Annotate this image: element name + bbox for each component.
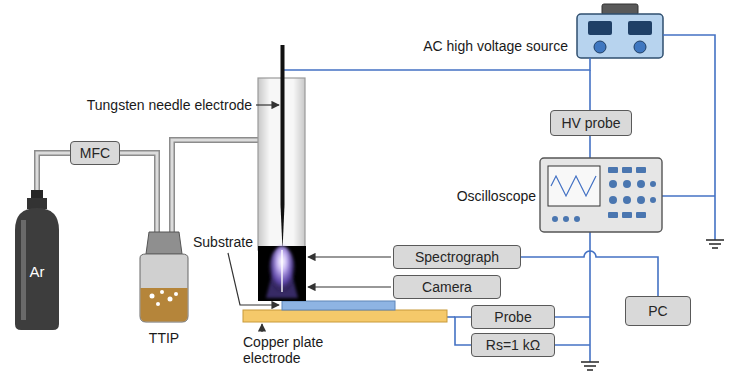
cylinder-highlight <box>21 220 26 320</box>
box-text: Spectrograph <box>415 249 499 265</box>
parallel-wire <box>455 317 471 345</box>
device-label: Oscilloscope <box>457 188 536 204</box>
device-label: AC high voltage source <box>423 38 568 54</box>
probe-wire <box>589 70 591 110</box>
plate-wire <box>447 316 455 318</box>
hv-wire <box>283 58 590 70</box>
cylinder-body <box>15 208 59 330</box>
oscilloscope-icon <box>540 158 662 232</box>
scope-ground-wire <box>662 195 715 197</box>
device-box: HV probe <box>550 110 632 136</box>
device-box: Probe <box>471 305 555 329</box>
gas-tube <box>120 140 259 238</box>
box-text: Camera <box>422 279 472 295</box>
box-text: MFC <box>80 145 110 161</box>
device-box: PC <box>625 296 691 326</box>
box-text: Ar <box>30 264 45 280</box>
box-text: PC <box>648 303 667 319</box>
ground-symbol <box>706 240 724 248</box>
copper-plate <box>243 310 447 322</box>
ground-wire <box>663 35 715 240</box>
part-label: TTIP <box>149 330 179 346</box>
ground-symbol <box>581 362 599 370</box>
resistor-box: Rs=1 kΩ <box>471 333 555 357</box>
device-box: Spectrograph <box>393 245 521 269</box>
scope-wire <box>589 136 591 158</box>
ttip-bottle <box>140 232 188 322</box>
source-button <box>634 41 646 53</box>
part-label: Substrate <box>193 234 253 250</box>
tube-core <box>37 153 70 190</box>
signal-wire <box>521 251 658 296</box>
cylinder-shape <box>12 190 62 330</box>
source-button <box>594 41 606 53</box>
resistor-out-wire <box>555 344 590 346</box>
part-label: Copper plate electrode <box>243 334 343 366</box>
cylinder-neck <box>27 198 47 209</box>
cylinder-valve <box>31 190 43 198</box>
part-label: Tungsten needle electrode <box>87 97 252 113</box>
box-text: Rs=1 kΩ <box>486 337 540 353</box>
leader-line <box>228 105 391 332</box>
box-text: Probe <box>494 309 531 325</box>
source-display <box>588 21 612 35</box>
gas-cylinder: Ar <box>12 190 62 330</box>
plasma-photo <box>258 246 306 301</box>
device-box: MFC <box>70 141 120 165</box>
substrate-plate <box>282 301 395 310</box>
probe-out-wire <box>555 316 590 318</box>
ac-source-icon <box>577 4 663 58</box>
device-box: Camera <box>393 275 501 299</box>
box-text: HV probe <box>561 115 620 131</box>
source-display <box>628 21 652 35</box>
gas-tube <box>37 153 70 190</box>
source-body <box>577 14 663 58</box>
tungsten-needle <box>281 45 285 250</box>
